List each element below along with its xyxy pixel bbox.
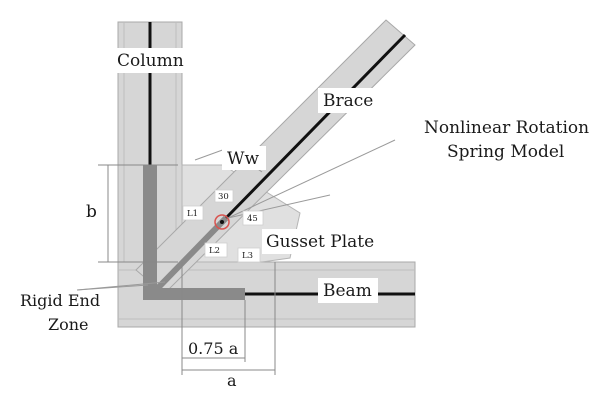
rigid-end-label-line1: Rigid End <box>20 291 100 310</box>
angle-30-label: 30 <box>218 192 229 202</box>
brace-centerline <box>224 33 407 220</box>
l1-label: L1 <box>187 209 198 219</box>
small-label-boxes <box>182 189 264 263</box>
rigid-end-label-line2: Zone <box>48 315 89 334</box>
nonlinear-label-line1: Nonlinear Rotation <box>424 118 589 138</box>
angle-45-label: 45 <box>247 214 258 224</box>
gusset-plate-label: Gusset Plate <box>266 232 374 252</box>
column-label: Column <box>117 51 184 71</box>
brace-label: Brace <box>323 91 373 111</box>
rigid-end-zone <box>143 165 245 300</box>
l2-label: L2 <box>209 246 220 256</box>
rotation-spring-marker <box>214 214 230 230</box>
l3-label: L3 <box>242 251 253 261</box>
dim-075a-label: 0.75 a <box>188 339 239 358</box>
dimension-lines <box>98 164 276 375</box>
beam-label: Beam <box>323 281 372 301</box>
nonlinear-label-line2: Spring Model <box>447 142 564 162</box>
b-dimension-label: b <box>86 202 97 222</box>
large-label-boxes <box>112 48 378 303</box>
ww-label: Ww <box>227 149 259 169</box>
dim-a-label: a <box>227 371 237 390</box>
